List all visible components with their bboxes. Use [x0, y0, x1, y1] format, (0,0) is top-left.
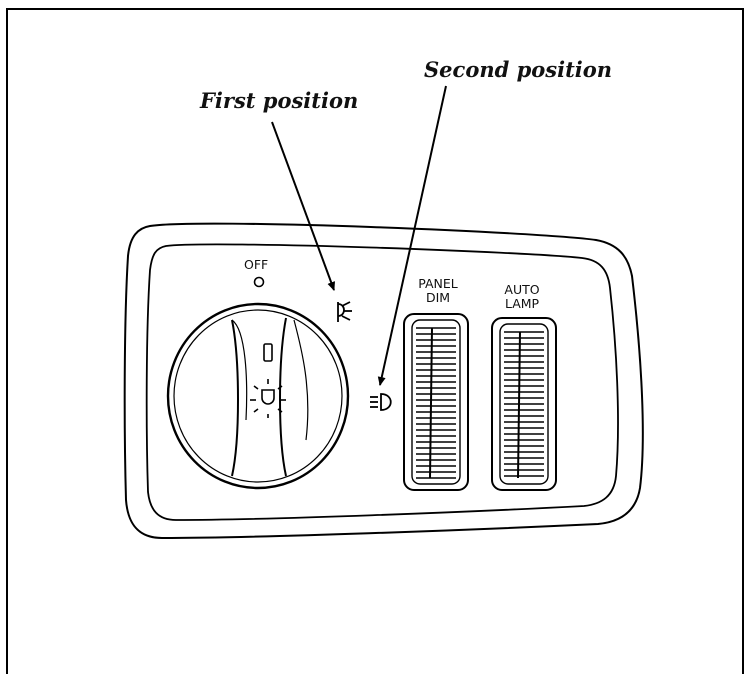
parking-lamp-icon	[337, 301, 352, 322]
auto-lamp-thumbwheel[interactable]	[491, 317, 557, 491]
headlamp-knob[interactable]	[166, 302, 350, 490]
off-circle-icon	[253, 276, 265, 288]
figure-frame	[6, 8, 744, 674]
off-label: OFF	[244, 257, 268, 272]
headlamp-icon	[370, 393, 392, 411]
auto-lamp-label-line1: AUTO	[504, 282, 539, 297]
first-position-label: First position	[199, 88, 358, 113]
panel-dim-thumbwheel[interactable]	[403, 313, 469, 491]
switch-bezel-outer	[123, 222, 644, 540]
first-position-arrow	[271, 121, 335, 291]
second-position-label: Second position	[424, 57, 612, 82]
auto-lamp-ridges	[504, 331, 544, 479]
thumbwheel-highlight	[429, 327, 433, 479]
panel-dim-label-line2: DIM	[426, 290, 450, 305]
auto-lamp-label-line2: LAMP	[505, 296, 540, 311]
knob-pointer	[263, 343, 273, 362]
second-position-arrow	[377, 85, 447, 386]
panel-dim-label-line1: PANEL	[418, 276, 458, 291]
switch-bezel-inner	[145, 243, 619, 521]
sun-icon	[250, 379, 286, 418]
thumbwheel-highlight	[517, 331, 521, 479]
panel-dim-ridges	[416, 327, 456, 479]
